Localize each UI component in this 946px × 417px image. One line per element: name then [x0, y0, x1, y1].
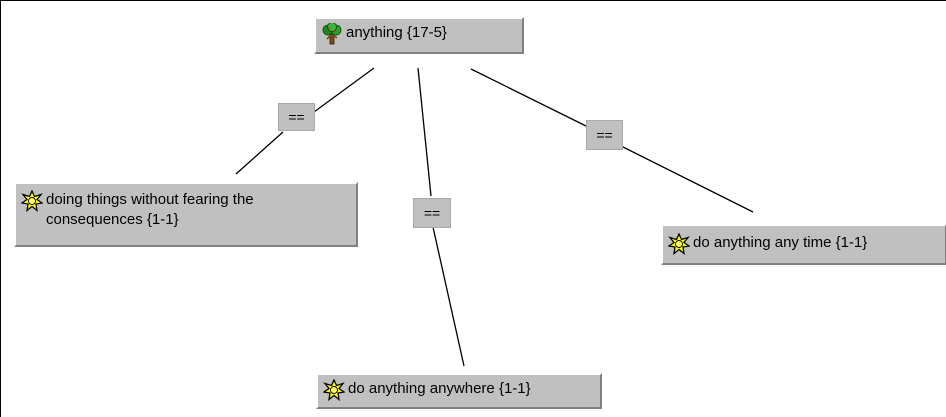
edge-root-to-doing-upper [313, 67, 375, 113]
relation-label-right[interactable]: == [586, 120, 623, 150]
sun-node-icon [323, 379, 345, 401]
relation-label-left[interactable]: == [278, 103, 315, 131]
node-root-label: anything {17-5} [346, 24, 447, 41]
node-doing-things-label: doing things without fearing the consequ… [46, 191, 254, 228]
node-do-anything-anywhere-label: do anything anywhere {1-1} [348, 380, 531, 397]
sun-node-icon [668, 233, 690, 255]
edge-root-to-anytime-lower [620, 145, 754, 213]
edge-root-to-anywhere-lower [432, 226, 465, 367]
sun-node-icon [21, 190, 43, 212]
node-root[interactable]: anything {17-5} [314, 17, 524, 54]
edge-root-to-anytime-upper [470, 68, 587, 127]
node-do-anything-any-time-label: do anything any time {1-1} [693, 234, 868, 251]
node-doing-things[interactable]: doing things without fearing the consequ… [14, 182, 358, 247]
node-do-anything-any-time[interactable]: do anything any time {1-1} [661, 224, 946, 265]
tree-icon [321, 23, 343, 45]
edge-root-to-doing-lower [235, 131, 284, 175]
edge-root-to-anywhere-upper [417, 67, 432, 197]
node-do-anything-anywhere[interactable]: do anything anywhere {1-1} [316, 373, 602, 409]
relation-label-middle[interactable]: == [413, 198, 451, 228]
